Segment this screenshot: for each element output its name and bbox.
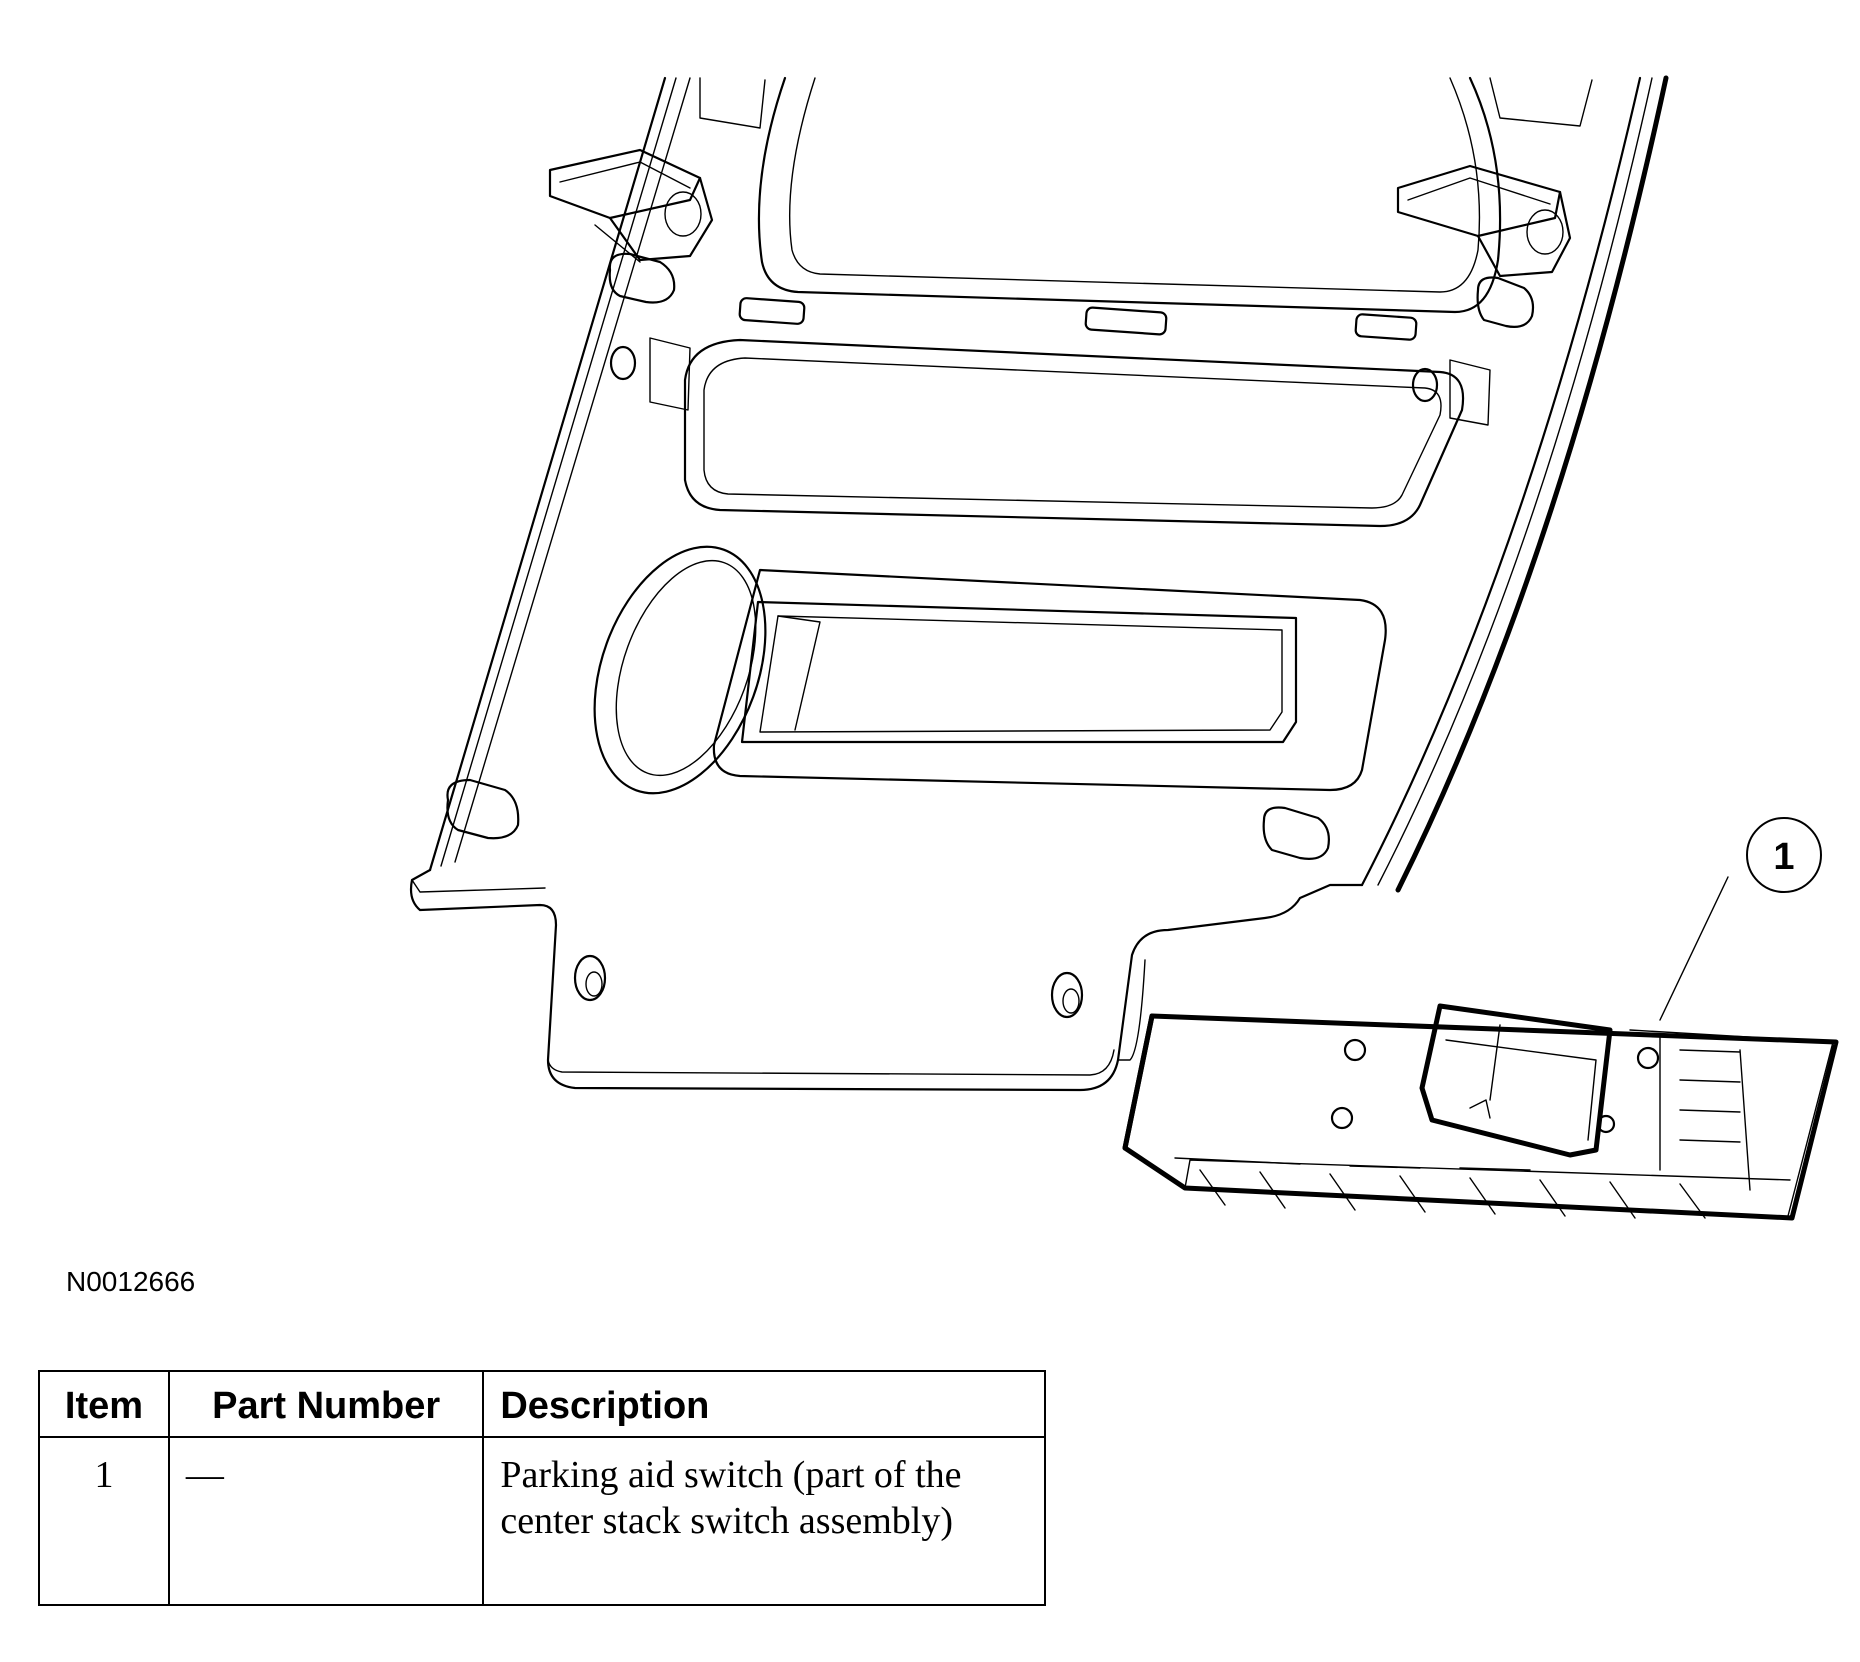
callout-1: 1 — [1659, 817, 1822, 1021]
center-stack-bezel — [409, 75, 1669, 1092]
table-row: 1 — Parking aid switch (part of the cent… — [38, 1436, 1046, 1606]
cell-description: Parking aid switch (part of the center s… — [482, 1436, 1046, 1606]
parts-table: Item Part Number Description 1 — Parking… — [38, 1370, 1046, 1606]
header-item: Item — [38, 1370, 170, 1438]
bezel-clip-right — [1396, 164, 1572, 278]
header-part-number: Part Number — [167, 1370, 485, 1438]
figure-id-label: N0012666 — [66, 1266, 196, 1297]
callout-number: 1 — [1773, 836, 1794, 878]
cell-part-number: — — [167, 1436, 485, 1606]
exploded-view-illustration: 1 — [409, 75, 1839, 1221]
header-description: Description — [482, 1370, 1046, 1438]
bezel-clip-left — [548, 148, 714, 263]
table-header-row: Item Part Number Description — [38, 1370, 1046, 1438]
cell-item: 1 — [38, 1436, 170, 1606]
parking-aid-switch — [1122, 1003, 1839, 1221]
